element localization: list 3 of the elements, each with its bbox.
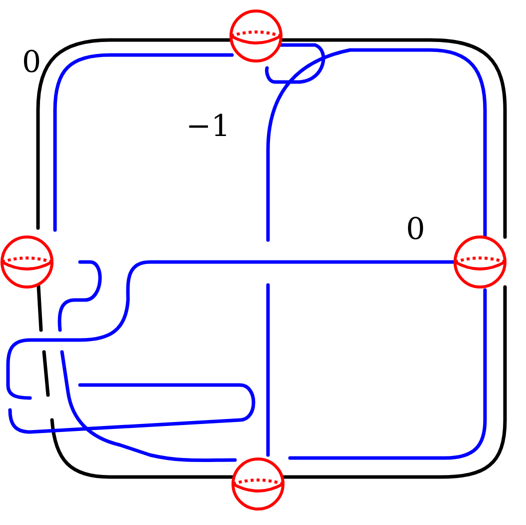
framing-label: 0 xyxy=(406,215,426,245)
framing-label: −1 xyxy=(186,112,230,142)
framing-label: 0 xyxy=(22,48,42,78)
